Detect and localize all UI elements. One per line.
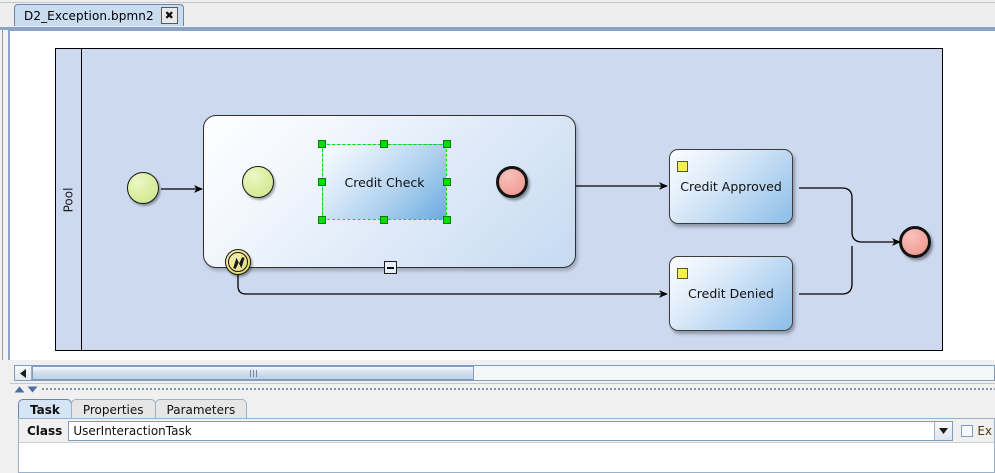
resize-handle-ne[interactable]	[443, 140, 451, 148]
tab-parameters-label: Parameters	[166, 402, 236, 417]
task-credit-denied-label: Credit Denied	[688, 286, 774, 301]
properties-tab-underline	[18, 418, 995, 419]
end-event-inner[interactable]	[496, 166, 528, 198]
properties-panel: Task Properties Parameters Class UserInt…	[10, 396, 995, 473]
boundary-error-event[interactable]	[225, 249, 251, 275]
error-bolt-icon	[233, 257, 245, 269]
collapse-marker-icon[interactable]	[384, 261, 397, 274]
splitter-grip-dots	[41, 386, 995, 392]
resize-handle-sw[interactable]	[318, 216, 326, 224]
document-tabstrip: D2_Exception.bpmn2 ✖	[0, 0, 995, 30]
tab-task-label: Task	[30, 402, 60, 417]
resize-handle-se[interactable]	[443, 216, 451, 224]
task-credit-approved[interactable]: Credit Approved	[669, 149, 793, 224]
flow-denied-to-merge	[799, 246, 853, 295]
splitter-arrows[interactable]	[14, 386, 38, 393]
flow-boundary-to-denied	[237, 275, 668, 298]
panel-splitter[interactable]	[10, 383, 995, 394]
user-task-marker-icon	[677, 268, 688, 279]
tab-parameters[interactable]: Parameters	[154, 399, 248, 419]
resize-handle-e[interactable]	[443, 178, 451, 186]
scrollbar-track[interactable]	[32, 366, 994, 380]
task-credit-approved-label: Credit Approved	[680, 179, 782, 194]
tab-properties-label: Properties	[82, 402, 144, 417]
class-row: Class UserInteractionTask Ex	[19, 419, 994, 443]
class-label: Class	[27, 423, 63, 438]
task-credit-check-label: Credit Check	[344, 174, 425, 190]
pool-label-band: Pool	[56, 49, 82, 350]
user-task-marker-icon	[677, 161, 688, 172]
close-icon[interactable]: ✖	[160, 7, 178, 24]
canvas-horizontal-scrollbar[interactable]	[14, 365, 995, 381]
diagram-canvas[interactable]: Pool	[10, 31, 995, 360]
flow-approved-to-end	[799, 187, 901, 246]
class-input[interactable]: UserInteractionTask	[69, 421, 935, 440]
document-tab-label: D2_Exception.bpmn2	[24, 8, 154, 23]
resize-handle-w[interactable]	[318, 178, 326, 186]
properties-tab-content: Class UserInteractionTask Ex	[18, 419, 995, 473]
task-credit-check[interactable]: Credit Check	[322, 144, 447, 220]
document-tab-d2-exception[interactable]: D2_Exception.bpmn2 ✖	[14, 4, 184, 26]
resize-handle-s[interactable]	[380, 216, 388, 224]
tab-task[interactable]: Task	[18, 399, 72, 419]
external-checkbox[interactable]	[961, 424, 974, 437]
external-checkbox-group[interactable]: Ex	[955, 424, 994, 438]
tabstrip-rule	[0, 2, 995, 3]
arrow-up-icon[interactable]	[14, 386, 25, 393]
start-event-outer[interactable]	[127, 172, 159, 204]
boundary-inner-ring	[228, 252, 248, 272]
grip-icon	[249, 369, 257, 377]
class-combobox[interactable]: UserInteractionTask	[68, 420, 954, 441]
chevron-down-icon[interactable]	[934, 421, 953, 440]
start-event-inner[interactable]	[242, 166, 274, 198]
diagram-canvas-viewport[interactable]: Pool	[8, 30, 995, 360]
resize-handle-n[interactable]	[380, 140, 388, 148]
arrow-down-icon[interactable]	[27, 386, 38, 393]
end-event-outer[interactable]	[899, 226, 931, 258]
scrollbar-thumb[interactable]	[32, 366, 474, 380]
tabstrip-accent-bar	[0, 27, 995, 30]
external-label: Ex	[977, 423, 992, 438]
tab-properties[interactable]: Properties	[70, 399, 156, 419]
sequence-flow-layer	[161, 178, 901, 298]
properties-tab-row: Task Properties Parameters	[18, 398, 248, 419]
scroll-left-arrow-icon[interactable]	[15, 366, 32, 380]
resize-handle-nw[interactable]	[318, 140, 326, 148]
task-credit-denied[interactable]: Credit Denied	[669, 256, 793, 331]
